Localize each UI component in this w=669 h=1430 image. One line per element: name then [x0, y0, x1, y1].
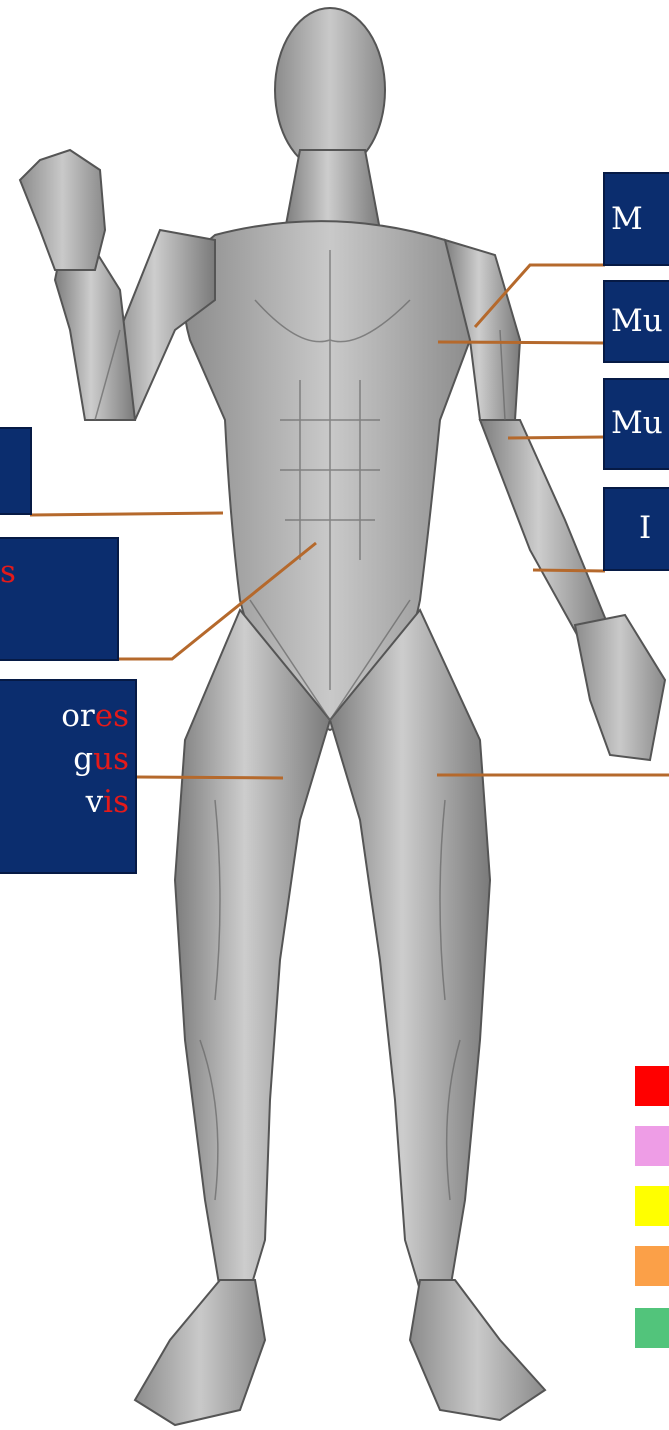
raised-hand — [20, 150, 105, 270]
leader-right-3 — [508, 437, 605, 438]
leader-left-1 — [30, 513, 223, 515]
label-line-1: ores — [0, 695, 129, 738]
label-text: Mu — [605, 380, 669, 445]
label-box-right-1: M — [603, 172, 669, 266]
left-leg — [175, 610, 330, 1290]
right-hand — [575, 615, 665, 760]
label-box-left-2: s — [0, 537, 119, 661]
legend-swatch-orange — [635, 1246, 669, 1286]
right-foot — [410, 1280, 545, 1420]
neck — [285, 150, 380, 230]
label-text: M — [605, 174, 669, 241]
label-ending: is — [103, 784, 129, 820]
label-box-right-3: Mu — [603, 378, 669, 470]
right-leg — [330, 610, 490, 1290]
legend-swatch-green — [635, 1308, 669, 1348]
label-text: I — [605, 489, 669, 550]
label-text: s — [0, 539, 117, 594]
leader-left-3 — [137, 777, 283, 778]
leader-right-2 — [438, 342, 605, 343]
label-box-left-1 — [0, 427, 32, 515]
right-forearm — [480, 420, 610, 640]
label-text: Mu — [605, 282, 669, 343]
legend-swatch-yellow — [635, 1186, 669, 1226]
label-line-3: vis — [0, 781, 129, 824]
label-stem: g — [73, 741, 93, 777]
legend-swatch-red — [635, 1066, 669, 1106]
label-ending: es — [95, 698, 129, 734]
label-ending: us — [93, 741, 129, 777]
label-box-right-4: I — [603, 487, 669, 571]
legend-swatch-pink — [635, 1126, 669, 1166]
label-line-2: gus — [0, 738, 129, 781]
leader-right-4 — [533, 570, 605, 571]
label-stem: or — [61, 698, 94, 734]
left-foot — [135, 1280, 265, 1425]
raised-forearm — [55, 250, 135, 420]
label-box-left-3: ores gus vis — [0, 679, 137, 874]
label-stem: v — [86, 784, 104, 820]
head — [275, 8, 385, 172]
label-box-right-2: Mu — [603, 280, 669, 363]
